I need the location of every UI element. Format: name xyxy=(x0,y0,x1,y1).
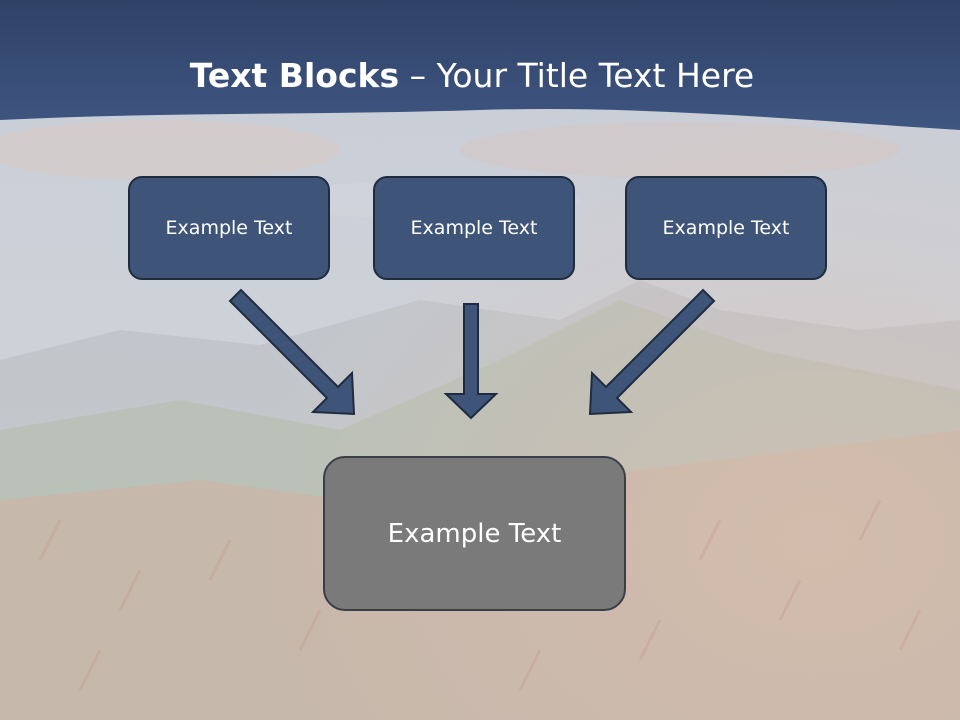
text-block-right[interactable]: Example Text xyxy=(625,176,827,280)
title-rest-part: Your Title Text Here xyxy=(436,56,755,95)
text-block-center[interactable]: Example Text xyxy=(373,176,575,280)
title-dash: – xyxy=(399,56,437,95)
arrow-right-diagonal xyxy=(588,288,716,416)
arrow-center-down xyxy=(443,303,499,420)
arrow-left-diagonal xyxy=(228,288,356,416)
title-bold-part: Text Blocks xyxy=(189,56,400,95)
text-block-right-label: Example Text xyxy=(662,217,790,239)
text-block-center-label: Example Text xyxy=(410,217,538,239)
text-block-left[interactable]: Example Text xyxy=(128,176,330,280)
text-block-left-label: Example Text xyxy=(165,217,293,239)
target-block[interactable]: Example Text xyxy=(323,456,626,611)
target-block-label: Example Text xyxy=(387,518,562,549)
slide-title: Text Blocks – Your Title Text Here xyxy=(0,52,944,100)
